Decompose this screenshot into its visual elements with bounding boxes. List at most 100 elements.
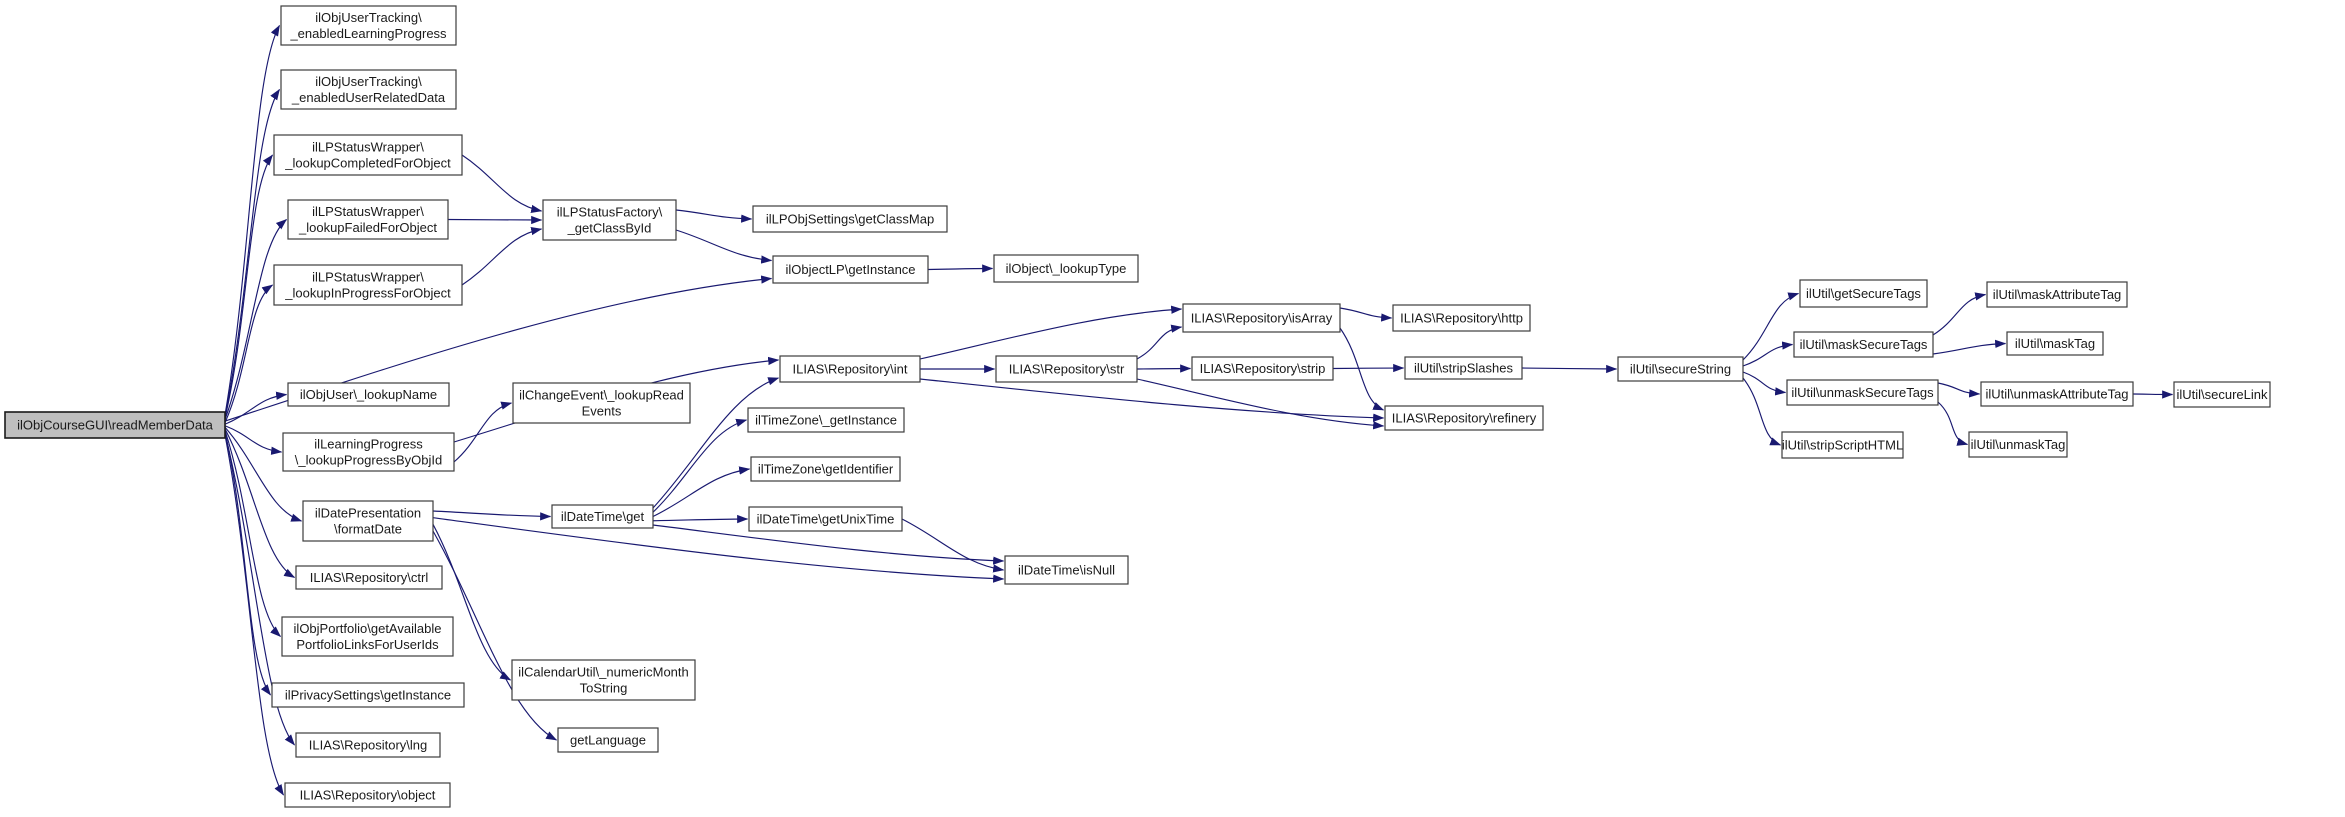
node-lookup-in-progress-for-object[interactable]: ilLPStatusWrapper\_lookupInProgressForOb… xyxy=(273,264,463,306)
edge-unmask-secure-tags--unmask-tag xyxy=(1937,401,1969,446)
node-mask-tag[interactable]: ilUtil\maskTag xyxy=(2006,331,2104,356)
node-label: ILIAS\Repository\object xyxy=(300,788,436,803)
node-repo-http[interactable]: ILIAS\Repository\http xyxy=(1392,304,1531,332)
node-label: ilTimeZone\getIdentifier xyxy=(758,462,894,477)
edge-repo-str--repo-strip xyxy=(1136,364,1192,373)
node-read-member-data[interactable]: ilObjCourseGUI\readMemberData xyxy=(4,411,226,439)
node-label: ilDateTime\getUnixTime xyxy=(757,512,895,527)
edge-lookup-progress-by-objid--lookup-read-events xyxy=(453,401,513,463)
edge-datetime-get--tz-get-instance xyxy=(652,418,748,513)
node-lookup-failed-for-object[interactable]: ilLPStatusWrapper\_lookupFailedForObject xyxy=(287,199,449,240)
node-label: ilDateTime\isNull xyxy=(1018,563,1115,578)
node-get-secure-tags[interactable]: ilUtil\getSecureTags xyxy=(1799,279,1928,308)
node-mask-attribute-tag[interactable]: ilUtil\maskAttributeTag xyxy=(1986,281,2128,308)
edge-read-member-data--repo-lng xyxy=(224,433,295,746)
node-repo-lng[interactable]: ILIAS\Repository\lng xyxy=(295,732,441,758)
node-privacy-get-instance[interactable]: ilPrivacySettings\getInstance xyxy=(271,682,465,708)
edge-repo-str--repo-is-array xyxy=(1136,324,1183,360)
edge-get-unix-time--is-null xyxy=(901,518,1005,573)
node-label: ilUtil\stripSlashes xyxy=(1414,361,1513,376)
node-label: ilPrivacySettings\getInstance xyxy=(285,688,451,703)
edge-format-date--numeric-month-to-string xyxy=(432,524,512,681)
node-label: ilObject\_lookupType xyxy=(1006,261,1127,276)
edge-repo-is-array--repo-http xyxy=(1339,307,1393,322)
edge-datetime-get--tz-get-identifier xyxy=(652,466,751,518)
node-repo-is-array[interactable]: ILIAS\Repository\isArray xyxy=(1182,303,1341,333)
node-tz-get-instance[interactable]: ilTimeZone\_getInstance xyxy=(747,407,905,433)
node-objectlp-get-instance[interactable]: ilObjectLP\getInstance xyxy=(772,255,929,284)
node-label: ilObjUser\_lookupName xyxy=(300,387,437,402)
edge-unmask-attribute-tag--secure-link xyxy=(2132,390,2174,399)
node-unmask-tag[interactable]: ilUtil\unmaskTag xyxy=(1968,431,2068,458)
node-enabled-user-related-data[interactable]: ilObjUserTracking\_enabledUserRelatedDat… xyxy=(280,69,457,110)
node-datetime-get[interactable]: ilDateTime\get xyxy=(551,504,654,529)
node-repo-str[interactable]: ILIAS\Repository\str xyxy=(995,355,1138,383)
node-secure-string[interactable]: ilUtil\secureString xyxy=(1617,356,1744,382)
node-get-unix-time[interactable]: ilDateTime\getUnixTime xyxy=(748,506,903,532)
node-repo-strip[interactable]: ILIAS\Repository\strip xyxy=(1191,356,1334,381)
node-lookup-completed-for-object[interactable]: ilLPStatusWrapper\_lookupCompletedForObj… xyxy=(273,134,463,176)
edge-lookup-in-progress-for-object--get-class-by-id xyxy=(461,226,543,286)
node-format-date[interactable]: ilDatePresentation\formatDate xyxy=(302,500,434,542)
node-label: ILIAS\Repository\str xyxy=(1009,362,1125,377)
edge-read-member-data--lookup-failed-for-object xyxy=(224,219,288,420)
node-label: ilDatePresentation\formatDate xyxy=(315,506,421,537)
nodes: ilObjCourseGUI\readMemberData ilObjUserTr… xyxy=(4,5,2271,808)
edge-repo-is-array--repo-refinery xyxy=(1339,327,1385,411)
node-get-class-by-id[interactable]: ilLPStatusFactory\_getClassById xyxy=(542,199,677,241)
node-label: ILIAS\Repository\lng xyxy=(309,738,428,753)
node-label: ilLPStatusFactory\_getClassById xyxy=(557,205,663,236)
edge-repo-int--repo-refinery xyxy=(919,378,1385,422)
node-mask-secure-tags[interactable]: ilUtil\maskSecureTags xyxy=(1793,331,1934,358)
edge-datetime-get--repo-int xyxy=(652,377,780,509)
edge-format-date--datetime-get xyxy=(432,510,552,521)
node-label: ilTimeZone\_getInstance xyxy=(755,413,897,428)
node-get-class-map[interactable]: ilLPObjSettings\getClassMap xyxy=(752,205,948,233)
node-strip-slashes[interactable]: ilUtil\stripSlashes xyxy=(1404,356,1523,380)
node-label: ILIAS\Repository\ctrl xyxy=(310,570,429,585)
node-strip-script-html[interactable]: ilUtil\stripScriptHTML xyxy=(1781,431,1904,459)
node-label: ilUtil\stripScriptHTML xyxy=(1782,438,1903,453)
node-label: ilUtil\unmaskSecureTags xyxy=(1791,385,1934,400)
edge-read-member-data--lookup-progress-by-objid xyxy=(224,425,283,455)
edge-read-member-data--portfolio-links-for-user-ids xyxy=(224,430,282,637)
node-repo-object[interactable]: ILIAS\Repository\object xyxy=(284,782,451,808)
node-repo-int[interactable]: ILIAS\Repository\int xyxy=(779,355,921,383)
node-label: ILIAS\Repository\int xyxy=(793,362,908,377)
node-repo-refinery[interactable]: ILIAS\Repository\refinery xyxy=(1384,405,1544,431)
node-get-language[interactable]: getLanguage xyxy=(557,727,659,753)
node-lookup-type[interactable]: ilObject\_lookupType xyxy=(993,254,1139,283)
edge-read-member-data--enabled-learning-progress xyxy=(224,24,281,416)
edge-read-member-data--enabled-user-related-data xyxy=(224,88,280,417)
node-unmask-attribute-tag[interactable]: ilUtil\unmaskAttributeTag xyxy=(1980,381,2134,407)
node-label: ILIAS\Repository\strip xyxy=(1200,361,1326,376)
node-tz-get-identifier[interactable]: ilTimeZone\getIdentifier xyxy=(750,456,901,482)
edge-secure-string--get-secure-tags xyxy=(1742,292,1800,361)
edge-format-date--get-language xyxy=(432,530,558,741)
node-label: ILIAS\Repository\refinery xyxy=(1392,411,1537,426)
node-label: ilObjUserTracking\_enabledLearningProgre… xyxy=(289,10,447,41)
node-repo-ctrl[interactable]: ILIAS\Repository\ctrl xyxy=(295,565,443,590)
node-label: ilUtil\maskAttributeTag xyxy=(1993,287,2122,302)
edge-repo-strip--strip-slashes xyxy=(1332,363,1405,373)
edge-read-member-data--repo-ctrl xyxy=(224,428,296,578)
node-secure-link[interactable]: ilUtil\secureLink xyxy=(2173,381,2271,408)
node-label: ilUtil\maskSecureTags xyxy=(1800,337,1928,352)
node-label: ilLPStatusWrapper\_lookupCompletedForObj… xyxy=(284,140,451,171)
node-lookup-name[interactable]: ilObjUser\_lookupName xyxy=(287,382,450,407)
node-lookup-progress-by-objid[interactable]: ilLearningProgress\_lookupProgressByObjI… xyxy=(282,432,455,472)
node-enabled-learning-progress[interactable]: ilObjUserTracking\_enabledLearningProgre… xyxy=(280,5,457,46)
edge-secure-string--mask-secure-tags xyxy=(1742,341,1794,367)
edge-strip-slashes--secure-string xyxy=(1521,364,1618,374)
node-label: ilUtil\secureLink xyxy=(2176,387,2268,402)
node-is-null[interactable]: ilDateTime\isNull xyxy=(1004,555,1129,585)
node-unmask-secure-tags[interactable]: ilUtil\unmaskSecureTags xyxy=(1786,379,1939,406)
edge-datetime-get--is-null xyxy=(652,524,1005,565)
node-label: ilLearningProgress\_lookupProgressByObjI… xyxy=(295,437,442,468)
edge-read-member-data--format-date xyxy=(224,426,303,522)
node-label: ILIAS\Repository\isArray xyxy=(1191,311,1333,326)
